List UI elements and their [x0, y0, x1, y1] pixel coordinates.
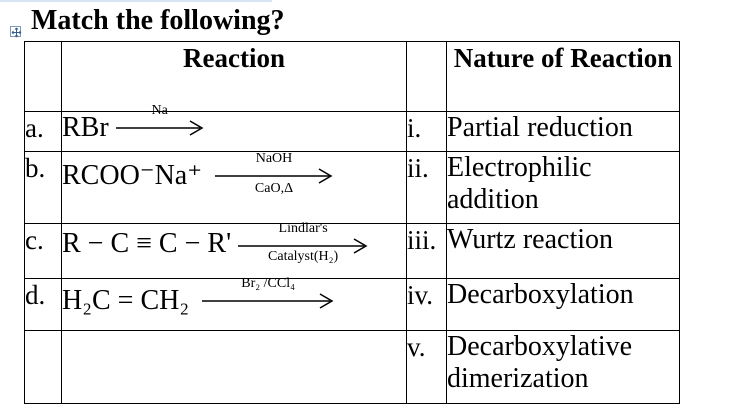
table-row: a. RBr Na i. Partial reduction	[24, 103, 680, 152]
row-number: ii.	[406, 151, 447, 224]
row-number: iv.	[406, 278, 447, 331]
ruler-line	[0, 0, 272, 2]
nature-cell: Electrophilic addition	[446, 151, 680, 224]
reaction-arrow: Na	[115, 103, 204, 146]
table-move-handle-icon[interactable]	[10, 26, 22, 38]
arrow-icon	[238, 237, 368, 254]
header-row: Reaction Nature of Reaction	[24, 41, 680, 112]
nature-cell: Decarboxylative dimerization	[446, 330, 680, 404]
table-row: d. H₂C = CH₂ Br₂ /CCl₄ iv. Decarboxylati…	[24, 276, 680, 331]
arrow-reagent-above: Na	[151, 102, 168, 118]
match-table: Reaction Nature of Reaction a. RBr Na i.…	[24, 41, 680, 404]
arrow-reagent-below: CaO,Δ	[254, 180, 294, 196]
reaction-cell: RBr Na	[61, 103, 407, 152]
reaction-column-header: Reaction	[61, 41, 407, 112]
row-number: iii.	[406, 223, 447, 279]
row-label: a.	[24, 111, 62, 152]
reaction-arrow: NaOH CaO,Δ	[215, 151, 333, 196]
table-row: v. Decarboxylative dimerization	[24, 330, 680, 404]
row-label	[24, 330, 62, 404]
reactant: RBr	[62, 112, 109, 143]
arrow-icon	[115, 119, 204, 136]
blank-header-cell	[24, 41, 62, 112]
reactant: R − C ≡ C − R'	[62, 228, 232, 259]
row-label: b.	[24, 151, 62, 224]
row-number: v.	[406, 330, 447, 404]
reaction-arrow: Br₂ /CCl₄	[202, 276, 334, 319]
reaction-cell: RCOO⁻Na⁺ NaOH CaO,Δ	[61, 151, 407, 224]
reaction-cell: R − C ≡ C − R' Lindlar's Catalyst(H₂)	[61, 221, 407, 279]
arrow-reagent-above: NaOH	[255, 150, 293, 166]
reactant: RCOO⁻Na⁺	[62, 160, 202, 191]
nature-column-header: Nature of Reaction	[446, 41, 680, 112]
reactant: H₂C = CH₂	[62, 285, 190, 316]
row-label: d.	[24, 278, 62, 331]
nature-cell: Wurtz reaction	[446, 223, 680, 279]
arrow-reagent-below: Catalyst(H₂)	[268, 248, 339, 264]
arrow-icon	[215, 167, 333, 184]
table-row: c. R − C ≡ C − R' Lindlar's Catalyst(H₂)…	[24, 221, 680, 279]
arrow-reagent-above: Lindlar's	[278, 220, 328, 236]
blank-header-cell	[406, 41, 447, 112]
nature-cell: Decarboxylation	[446, 278, 680, 331]
reaction-cell: H₂C = CH₂ Br₂ /CCl₄	[61, 276, 407, 331]
question-heading: Match the following?	[31, 5, 285, 36]
arrow-reagent-above: Br₂ /CCl₄	[241, 275, 295, 291]
reaction-cell	[61, 330, 407, 404]
row-label: c.	[24, 223, 62, 279]
row-number: i.	[406, 111, 447, 152]
nature-cell: Partial reduction	[446, 111, 680, 152]
arrow-icon	[202, 292, 334, 309]
table-row: b. RCOO⁻Na⁺ NaOH CaO,Δ ii. Electrophilic…	[24, 151, 680, 224]
reaction-arrow: Lindlar's Catalyst(H₂)	[238, 221, 368, 264]
